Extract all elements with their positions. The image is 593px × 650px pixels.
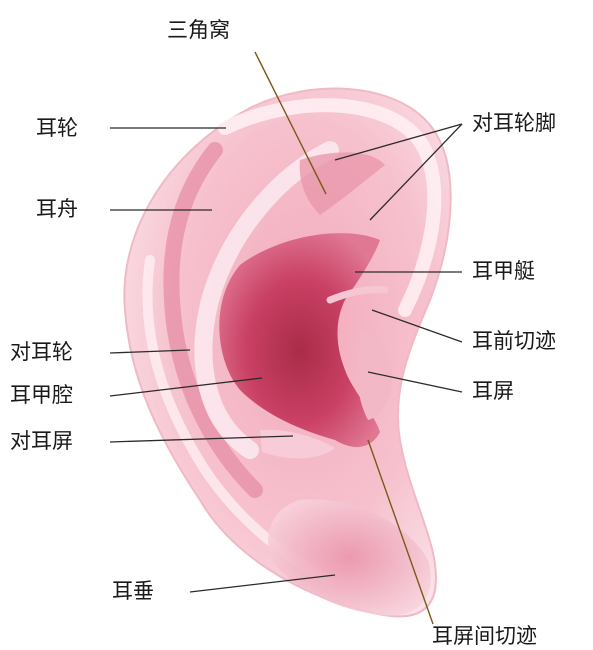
label-lobule: 耳垂 bbox=[112, 581, 154, 602]
label-triangular-fossa: 三角窝 bbox=[167, 20, 230, 41]
label-tragus: 耳屏 bbox=[472, 381, 514, 402]
label-anterior-notch: 耳前切迹 bbox=[472, 331, 556, 352]
label-antitragus: 对耳屏 bbox=[10, 431, 73, 452]
label-intertragic-notch: 耳屏间切迹 bbox=[432, 626, 537, 647]
label-antihelix-crura: 对耳轮脚 bbox=[472, 113, 556, 134]
label-helix: 耳轮 bbox=[36, 118, 78, 139]
label-cavum-conchae: 耳甲腔 bbox=[10, 385, 73, 406]
label-cymba-conchae: 耳甲艇 bbox=[472, 261, 535, 282]
label-scapha: 耳舟 bbox=[36, 199, 78, 220]
label-antihelix: 对耳轮 bbox=[10, 342, 73, 363]
